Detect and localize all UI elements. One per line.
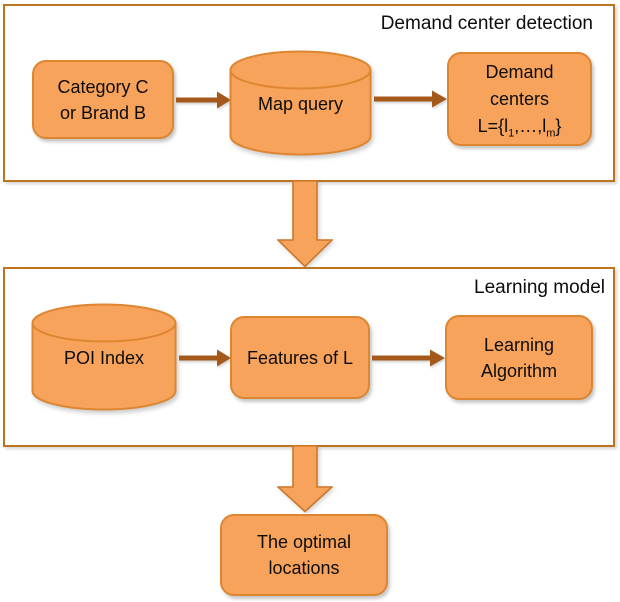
node-demand-centers: Demand centers L={l1,…,lm} (447, 52, 592, 146)
node-optimal-locations-line2: locations (268, 558, 340, 578)
arrow-category-to-mapquery (176, 91, 231, 109)
formula-mid: ,…,l (514, 115, 547, 136)
node-demand-centers-formula: L={l1,…,lm} (478, 113, 562, 140)
node-poi-index: POI Index (31, 303, 177, 411)
node-features-of-l-label: Features of L (246, 347, 354, 368)
node-map-query: Map query (229, 50, 372, 156)
arrow-features-to-algorithm (372, 349, 445, 367)
node-category-brand: Category C or Brand B (32, 60, 174, 139)
section-title-learning: Learning model (474, 277, 605, 298)
node-poi-index-label: POI Index (63, 348, 145, 368)
section-title-demand: Demand center detection (380, 13, 593, 34)
formula-sub2: m (546, 127, 556, 140)
big-down-arrow-top (277, 180, 333, 268)
node-learning-algorithm: Learning Algorithm (445, 315, 593, 400)
node-demand-centers-line2: centers (489, 88, 550, 109)
formula-post: } (555, 115, 562, 136)
formula-sub1: 1 (508, 127, 515, 140)
node-map-query-label: Map query (257, 94, 344, 114)
arrow-poiindex-to-features (179, 349, 231, 367)
node-optimal-locations: The optimal locations (220, 514, 388, 596)
database-cylinder-icon (31, 303, 177, 411)
formula-pre: L={l (477, 115, 509, 136)
node-category-brand-line1: Category C (57, 76, 149, 97)
node-category-brand-line2: or Brand B (59, 102, 147, 123)
node-demand-centers-line1: Demand (485, 61, 554, 82)
node-learning-algorithm-line1: Learning (483, 334, 555, 355)
database-cylinder-icon (229, 50, 372, 156)
node-learning-algorithm-line2: Algorithm (480, 360, 558, 381)
node-features-of-l: Features of L (230, 316, 370, 399)
big-down-arrow-bottom (277, 445, 333, 513)
node-optimal-locations-line1: The optimal (256, 532, 352, 552)
arrow-mapquery-to-demandcenters (374, 90, 447, 108)
